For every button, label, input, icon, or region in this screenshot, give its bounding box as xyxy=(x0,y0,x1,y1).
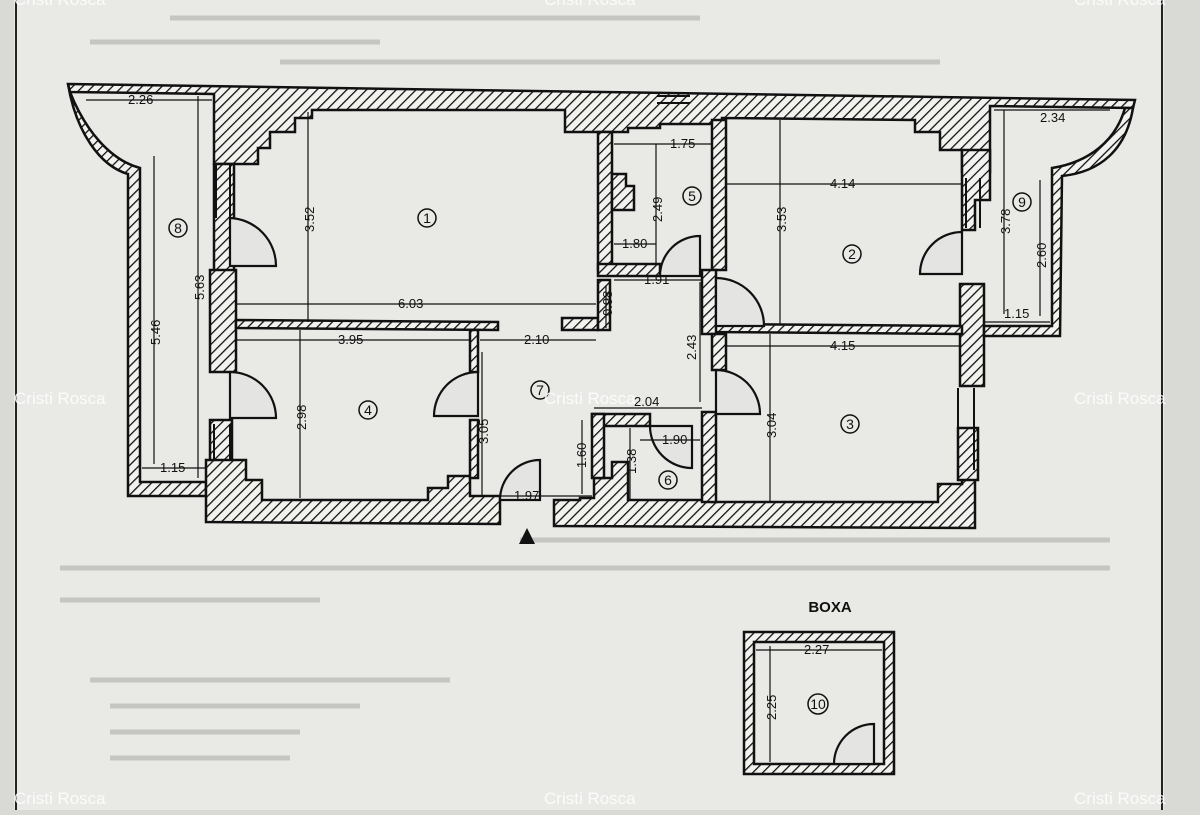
wall-r4-r7-low xyxy=(468,418,480,480)
watermark-top-left: Cristi Rosca xyxy=(14,0,106,9)
room-9-number: 9 xyxy=(1018,194,1026,210)
dim-r8-height: 5.63 xyxy=(192,275,207,300)
dim-r5-height: 2.49 xyxy=(650,197,665,222)
room-6-marker: 6 xyxy=(658,470,678,490)
wall-hall-stub xyxy=(560,316,600,332)
room-4-marker: 4 xyxy=(358,400,378,420)
watermark-top-center: Cristi Rosca xyxy=(544,0,636,9)
room-3-marker: 3 xyxy=(840,414,860,434)
room-1-marker: 1 xyxy=(417,208,437,228)
wall-right-mid xyxy=(958,282,986,388)
dim-hall-height: 2.43 xyxy=(684,335,699,360)
room-2-marker: 2 xyxy=(842,244,862,264)
dim-wc-height: 1.60 xyxy=(574,443,589,468)
dim-r6-height: 1.38 xyxy=(624,449,639,474)
dim-r9-bottom: 1.15 xyxy=(1004,306,1029,321)
dim-r8-left: 5.46 xyxy=(148,320,163,345)
dim-r9-height: 3.78 xyxy=(998,209,1013,234)
dim-boxa-width: 2.27 xyxy=(804,642,829,657)
room-numbers: 1 2 3 4 5 6 7 8 9 xyxy=(168,186,1032,490)
wall-bottom-left xyxy=(204,458,502,526)
dim-r7-bottom: 1.97 xyxy=(514,488,539,503)
dim-r5-bottom: 1.80 xyxy=(622,236,647,251)
dim-r7-height: 3.05 xyxy=(476,419,491,444)
room-4-number: 4 xyxy=(364,402,372,418)
dim-r1-height: 3.52 xyxy=(302,207,317,232)
boxa-title: BOXA xyxy=(808,599,852,616)
entrance-arrow-icon xyxy=(519,528,535,544)
faded-text-lines xyxy=(60,15,1110,761)
room-7-marker: 7 xyxy=(530,380,550,400)
wall-r4-r7 xyxy=(468,328,480,374)
windows xyxy=(213,95,981,470)
watermark-mid-left: Cristi Rosca xyxy=(14,389,106,408)
dim-r2-width: 4.14 xyxy=(830,176,855,191)
room-9-marker: 9 xyxy=(1012,192,1032,212)
wall-left-mid xyxy=(208,268,238,374)
dim-boxa-height: 2.25 xyxy=(764,695,779,720)
room-5-number: 5 xyxy=(688,188,696,204)
wall-r1-r4 xyxy=(234,318,500,332)
watermarks: Cristi Rosca Cristi Rosca Cristi Rosca C… xyxy=(14,0,1166,808)
room-10-marker: 10 xyxy=(807,693,829,715)
dim-r7-width: 2.10 xyxy=(524,332,549,347)
watermark-mid-center: Cristi Rosca xyxy=(544,389,636,408)
room-10-number: 10 xyxy=(810,696,826,712)
dim-r4-width: 3.95 xyxy=(338,332,363,347)
room-1-number: 1 xyxy=(423,210,431,226)
boxa-dimension-lines xyxy=(756,646,882,762)
room-2-number: 2 xyxy=(848,246,856,262)
wall-hall-left xyxy=(596,278,612,332)
dim-r8-bottom: 1.15 xyxy=(160,460,185,475)
dim-r2-height: 3.53 xyxy=(774,207,789,232)
dim-r6-width: 1.90 xyxy=(662,432,687,447)
room-3-number: 3 xyxy=(846,416,854,432)
dim-r1-width: 6.03 xyxy=(398,296,423,311)
dimension-labels: 2.26 5.46 5.63 1.15 3.52 6.03 3.95 2.98 … xyxy=(128,92,1065,503)
watermark-bottom-center: Cristi Rosca xyxy=(544,789,636,808)
dimension-lines xyxy=(86,96,1110,502)
dim-r9-top: 2.34 xyxy=(1040,110,1065,125)
dim-hall-width: 1.91 xyxy=(644,272,669,287)
wall-r6-right xyxy=(700,410,718,504)
boxa-door xyxy=(832,722,876,766)
wall-r6-left xyxy=(590,412,606,480)
wall-hall-right xyxy=(700,268,718,336)
room-8-marker: 8 xyxy=(168,218,188,238)
watermark-mid-right: Cristi Rosca xyxy=(1074,389,1166,408)
dim-r3-height: 3.04 xyxy=(764,413,779,438)
room-7-number: 7 xyxy=(536,382,544,398)
watermark-top-right: Cristi Rosca xyxy=(1074,0,1166,9)
dim-r6-top: 2.04 xyxy=(634,394,659,409)
watermark-bottom-left: Cristi Rosca xyxy=(14,789,106,808)
boxa-walls xyxy=(742,630,896,776)
dim-r3-width: 4.15 xyxy=(830,338,855,353)
wall-right-upper xyxy=(960,148,992,232)
wall-room9 xyxy=(982,106,1135,338)
dim-r5-top: 1.75 xyxy=(670,136,695,151)
dim-hall-small: 0.98 xyxy=(600,291,615,316)
wall-r3-left xyxy=(710,332,728,372)
dim-r4-height: 2.98 xyxy=(294,405,309,430)
room-6-number: 6 xyxy=(664,472,672,488)
wall-r5-right xyxy=(710,118,728,272)
wall-r5-notch xyxy=(610,172,636,212)
room-5-marker: 5 xyxy=(682,186,702,206)
wall-r5-left xyxy=(596,130,614,272)
dim-r9-inner: 2.60 xyxy=(1034,243,1049,268)
watermark-bottom-right: Cristi Rosca xyxy=(1074,789,1166,808)
doors xyxy=(228,216,964,502)
room-8-number: 8 xyxy=(174,220,182,236)
dim-r8-top: 2.26 xyxy=(128,92,153,107)
